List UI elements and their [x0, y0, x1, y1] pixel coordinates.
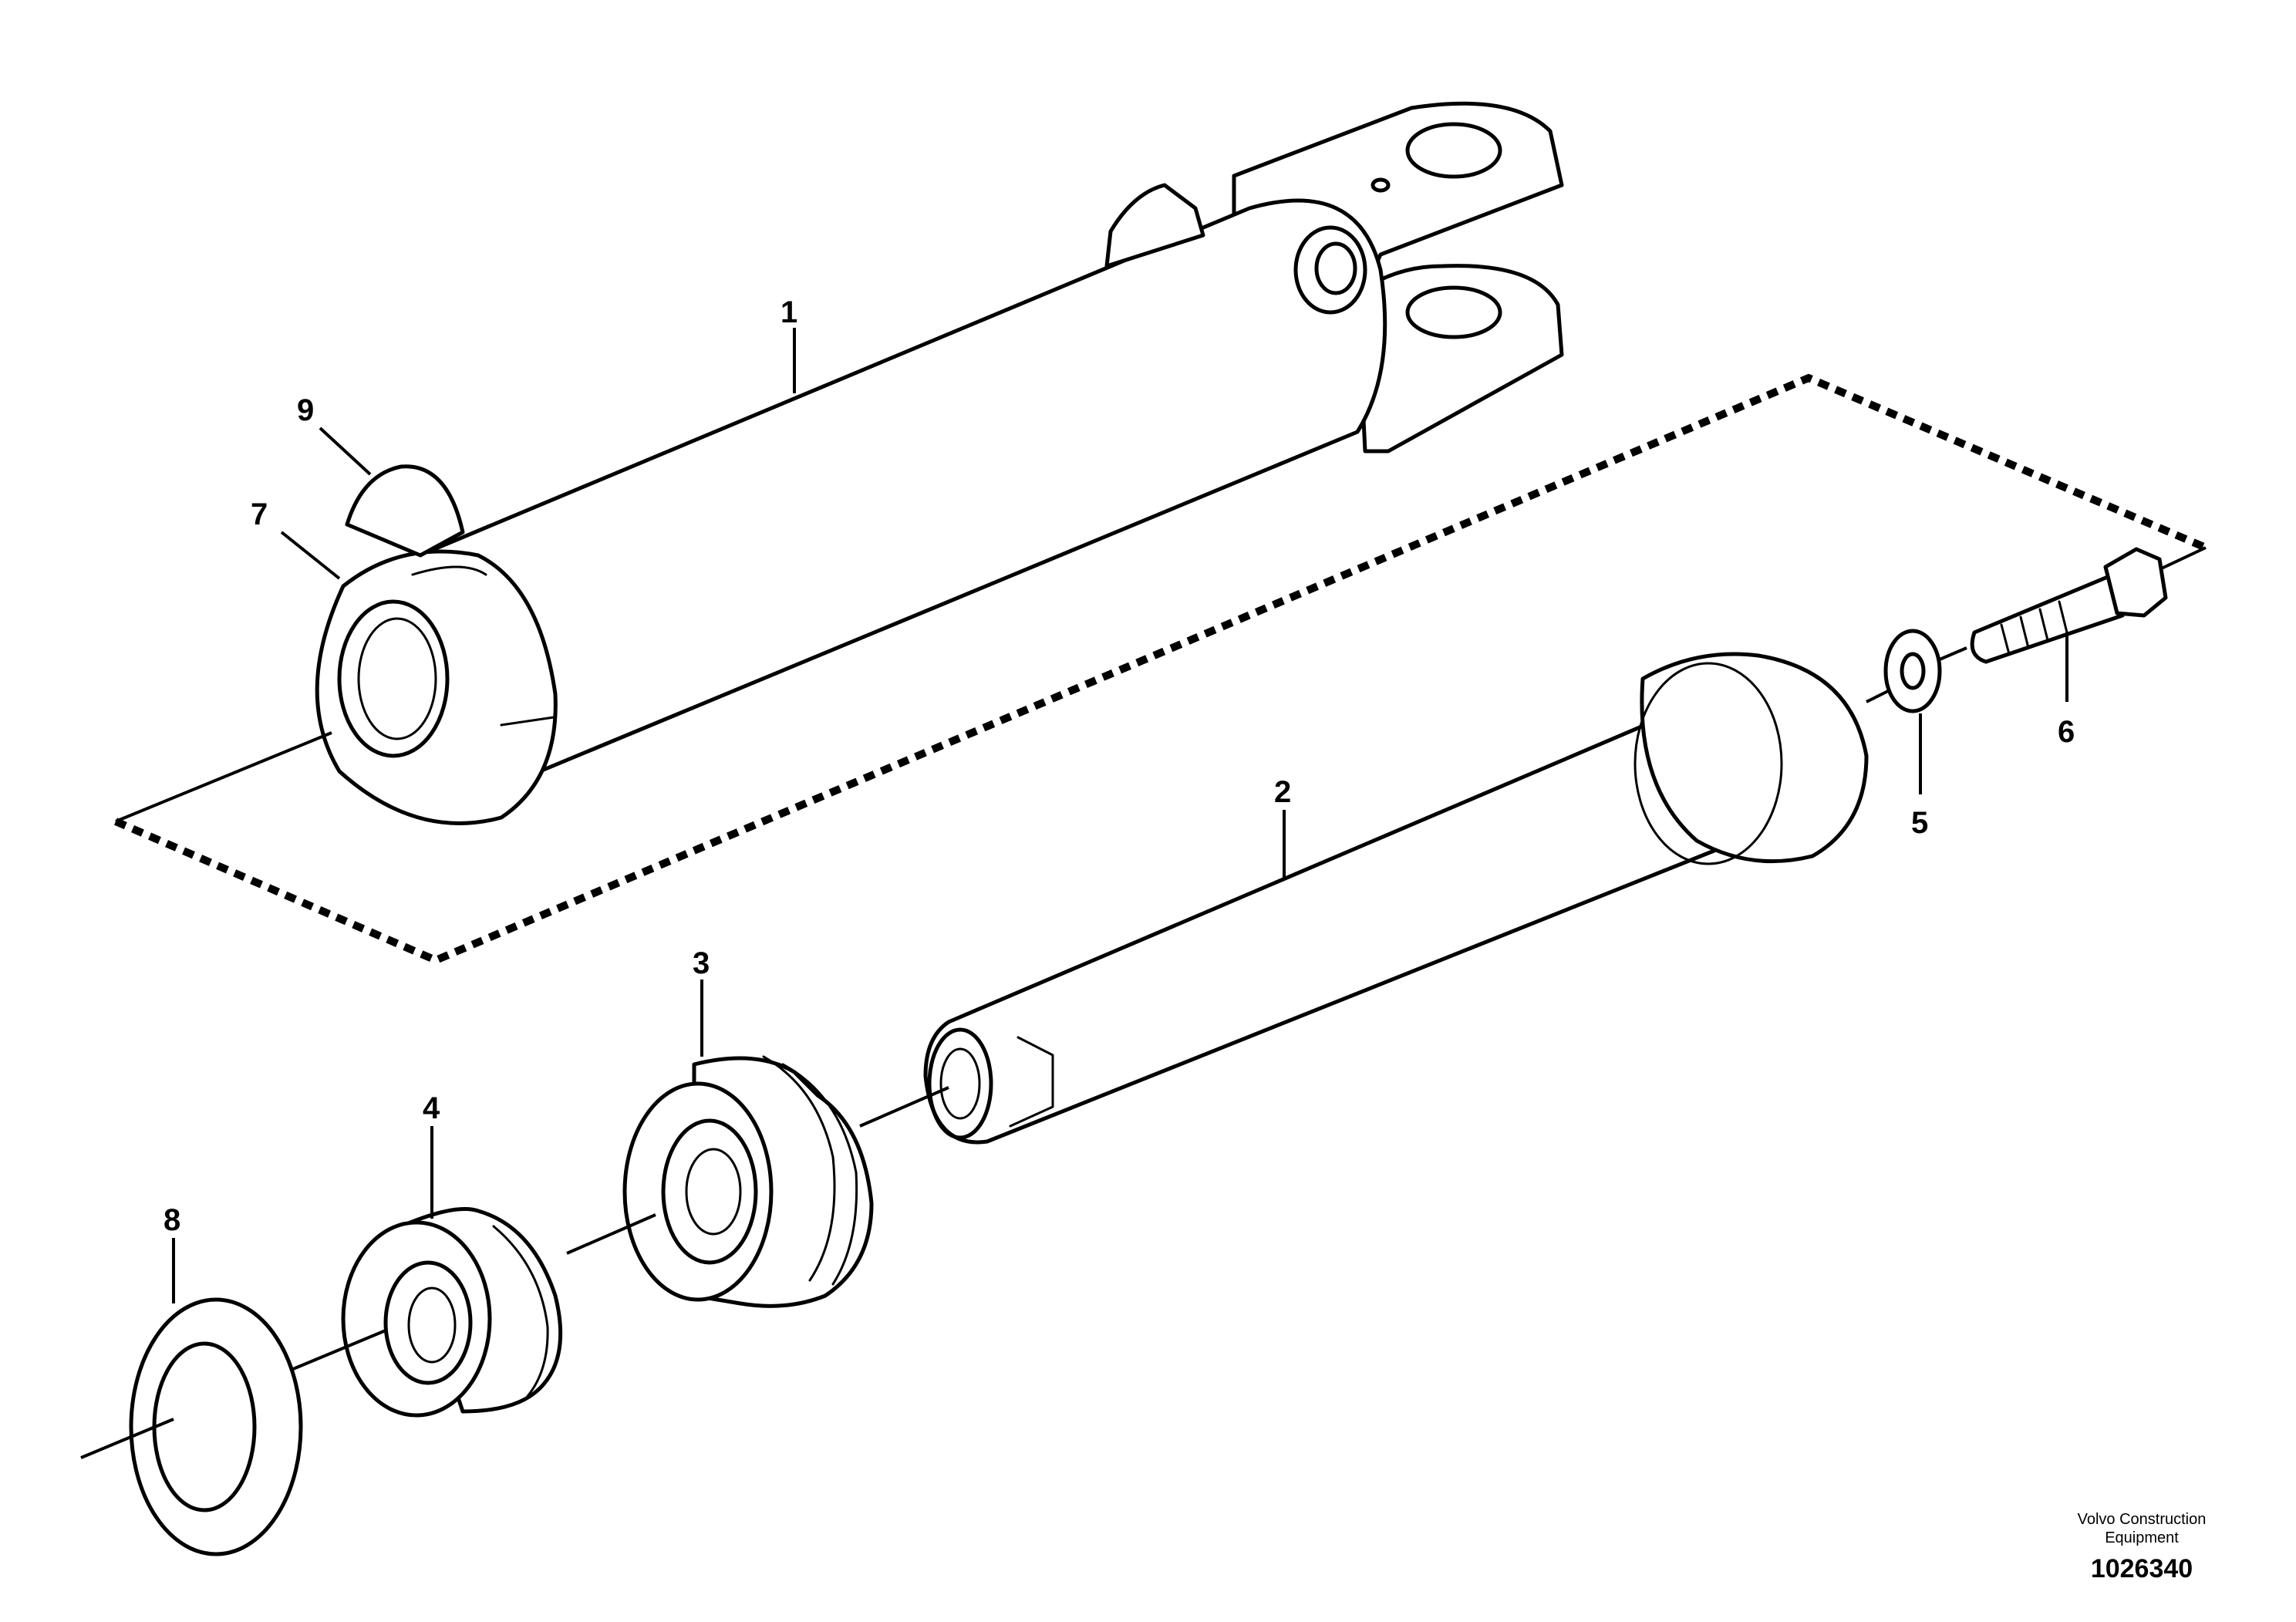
callout-7: 7 [251, 497, 268, 531]
callout-1: 1 [781, 295, 797, 329]
part-3-piston[interactable] [622, 1055, 874, 1308]
brand-line-2: Equipment [2105, 1529, 2179, 1546]
part-4-gland[interactable] [341, 1207, 563, 1418]
callout-2: 2 [1274, 775, 1291, 809]
callout-8: 8 [164, 1203, 180, 1237]
callout-3: 3 [693, 946, 710, 980]
part-1-cylinder-tube[interactable] [315, 101, 1564, 825]
brand-line-1: Volvo Construction [2077, 1511, 2207, 1528]
callout-9: 9 [297, 393, 314, 427]
phantom-assembly-outline [114, 373, 2207, 965]
callout-5: 5 [1911, 806, 1928, 840]
part-6-bolt[interactable] [1970, 547, 2168, 664]
document-number: 1026340 [2090, 1554, 2193, 1583]
part-2-piston-rod[interactable] [923, 652, 1869, 1145]
callout-4: 4 [423, 1091, 440, 1125]
part-5-washer[interactable] [1883, 629, 1942, 713]
callout-6: 6 [2058, 715, 2075, 749]
brand-label: Volvo Construction Equipment [2057, 1510, 2227, 1547]
